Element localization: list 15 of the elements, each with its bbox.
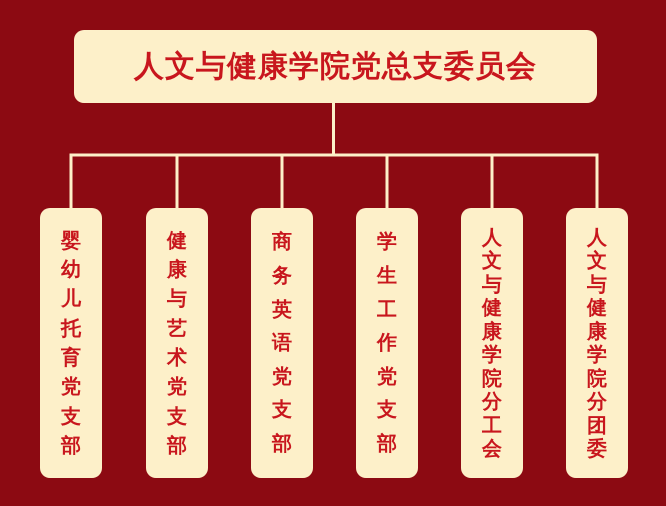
branch-label: 人文与健康学院分工会 (481, 226, 503, 460)
branch-box (356, 208, 418, 478)
branch-box (40, 208, 102, 478)
branch-label: 学生工作党支部 (376, 228, 398, 457)
connector-line (332, 103, 598, 208)
branch-label: 人文与健康学院分团委 (586, 226, 608, 460)
branch-box (251, 208, 313, 478)
branch-box (566, 208, 628, 478)
branch-box (461, 208, 523, 478)
branch-label: 健康与艺术党支部 (166, 226, 188, 460)
branch-label: 婴幼儿托育党支部 (60, 226, 82, 460)
title-text: 人文与健康学院党总支委员会 (134, 48, 537, 86)
branch-box (146, 208, 208, 478)
branch-label: 商务英语党支部 (271, 228, 293, 457)
title-box (74, 30, 597, 103)
